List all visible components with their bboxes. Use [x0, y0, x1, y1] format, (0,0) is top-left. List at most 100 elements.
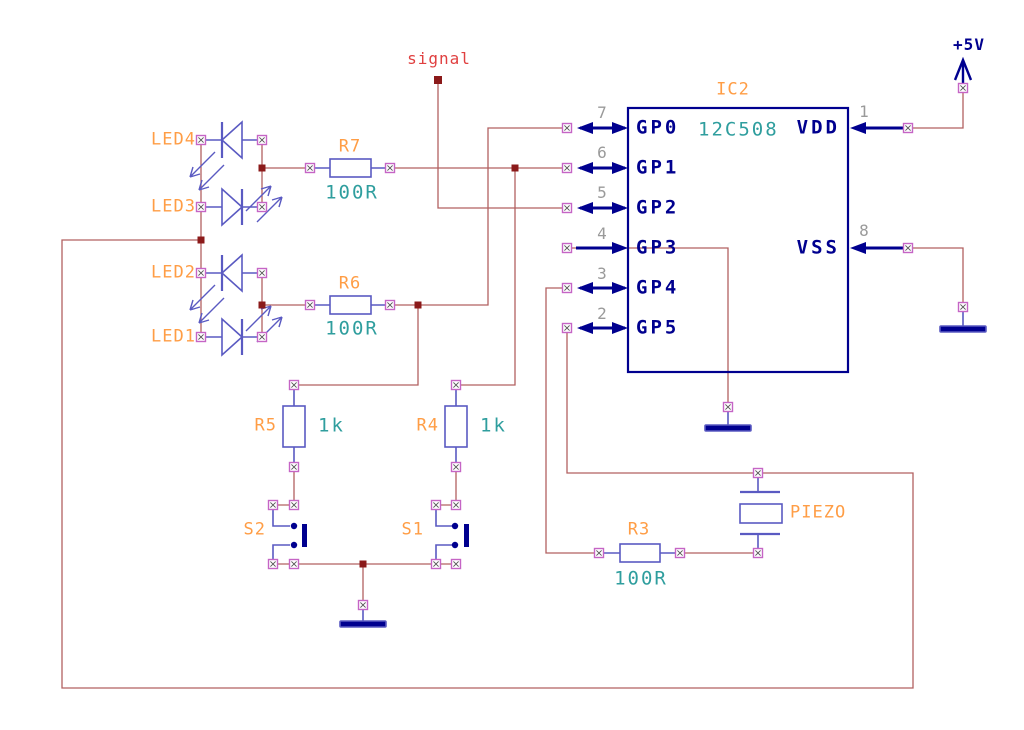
resistor-r3-symbol: [603, 543, 676, 563]
pin-marker: [195, 201, 207, 213]
wire-vss-to-ground: [908, 247, 964, 307]
pin-marker: [561, 322, 573, 334]
ic-ref-label: IC2: [716, 79, 750, 100]
piezo-symbol: [739, 477, 783, 549]
ic-pin-number-3: 3: [597, 264, 607, 283]
wire-r6-to-r5: [294, 305, 419, 386]
gp0-arrow-icon: [575, 120, 630, 136]
switch-s1-symbol: [435, 509, 469, 560]
gp2-arrow-icon: [575, 200, 630, 216]
gp3-arrow-icon: [574, 240, 630, 256]
s1-label: S1: [401, 519, 424, 540]
resistor-r5-symbol: [282, 389, 306, 463]
led2-emission-arrows-icon: [189, 284, 216, 311]
led3-symbol: [203, 185, 283, 227]
wire-signal-to-gp2: [437, 80, 567, 209]
ic-value-label: 12C508: [698, 118, 779, 141]
r3-ref-label: R3: [627, 519, 651, 540]
r5-ref-label: R5: [254, 415, 277, 436]
led2-emission-arrows-icon: [198, 297, 225, 324]
led4-emission-arrows-icon: [198, 164, 225, 191]
switch-s2-symbol: [272, 509, 307, 560]
led3-label: LED3: [151, 196, 196, 217]
pin-marker: [902, 122, 914, 134]
r6-ref-label: R6: [338, 273, 362, 294]
signal-label: signal: [407, 49, 471, 68]
ic-pin-name-gp5: GP5: [636, 316, 680, 339]
led1-label: LED1: [151, 326, 196, 347]
ground-icon: [339, 620, 387, 628]
r7-ref-label: R7: [338, 136, 362, 157]
pin-marker: [304, 299, 316, 311]
wires: [61, 80, 964, 689]
r4-value-label: 1k: [480, 414, 507, 437]
pin-marker: [256, 267, 268, 279]
ic-pin-name-gp1: GP1: [636, 156, 680, 179]
pin-marker: [256, 201, 268, 213]
vss-arrow-icon: [848, 240, 907, 256]
ic-pin-number-2: 2: [597, 304, 607, 323]
pin-marker: [450, 461, 462, 473]
resistor-r4-symbol: [444, 389, 468, 463]
ic-pin-name-vdd: VDD: [796, 116, 840, 139]
wire-vdd-to-5v: [908, 88, 964, 129]
gp5-arrow-icon: [575, 320, 630, 336]
pin-marker: [430, 499, 442, 511]
wire-gp1-to-r4: [456, 168, 516, 386]
r7-value-label: 100R: [325, 181, 379, 204]
wire-r4-to-s1: [436, 467, 457, 506]
ic-pin-number-4: 4: [597, 224, 607, 243]
pin-marker: [561, 202, 573, 214]
junction-dot: [359, 560, 367, 568]
pin-markers: [195, 82, 969, 611]
led4-symbol: [189, 120, 259, 191]
led1-symbol: [203, 305, 283, 357]
junction-dot: [258, 301, 266, 309]
pin-marker: [357, 599, 369, 611]
s2-label: S2: [243, 519, 266, 540]
ic-pin-name-gp3: GP3: [636, 236, 680, 259]
ic-pin-name-gp0: GP0: [636, 116, 680, 139]
pin-marker: [752, 467, 764, 479]
signal-node: [434, 76, 442, 84]
junction-dots: [197, 76, 519, 568]
ic-pin-number-8: 8: [859, 221, 869, 240]
ground-symbols: [339, 311, 987, 628]
pin-marker: [957, 82, 969, 94]
pin-marker: [384, 299, 396, 311]
pin-marker: [304, 162, 316, 174]
resistor-r7-symbol: [314, 158, 386, 178]
led4-emission-arrows-icon: [189, 151, 216, 178]
pin-marker: [430, 558, 442, 570]
pin-marker: [561, 162, 573, 174]
pin-marker: [450, 499, 462, 511]
pin-marker: [722, 401, 734, 413]
ic-pin-arrows: [574, 120, 907, 336]
r3-value-label: 100R: [614, 567, 668, 590]
gp4-arrow-icon: [575, 280, 630, 296]
pin-marker: [288, 379, 300, 391]
pin-marker: [195, 331, 207, 343]
vcc-label: +5V: [953, 35, 985, 54]
pin-marker: [256, 331, 268, 343]
junction-dot: [511, 164, 519, 172]
pin-marker: [450, 379, 462, 391]
wire-r5-to-s2: [273, 467, 295, 506]
pin-marker: [561, 242, 573, 254]
vcc-arrow-icon: [953, 56, 973, 84]
pin-marker: [288, 461, 300, 473]
pin-marker: [195, 267, 207, 279]
led1-emission-arrows-icon: [245, 305, 272, 332]
junction-dot: [258, 164, 266, 172]
piezo-label: PIEZO: [790, 502, 847, 523]
pin-marker: [450, 558, 462, 570]
pin-marker: [561, 282, 573, 294]
pin-marker: [902, 242, 914, 254]
ground-icon: [704, 424, 752, 432]
ic-pin-name-gp2: GP2: [636, 196, 680, 219]
wire-gp4-to-r3: [545, 287, 599, 554]
junction-dot: [414, 301, 422, 309]
led4-label: LED4: [151, 129, 196, 150]
